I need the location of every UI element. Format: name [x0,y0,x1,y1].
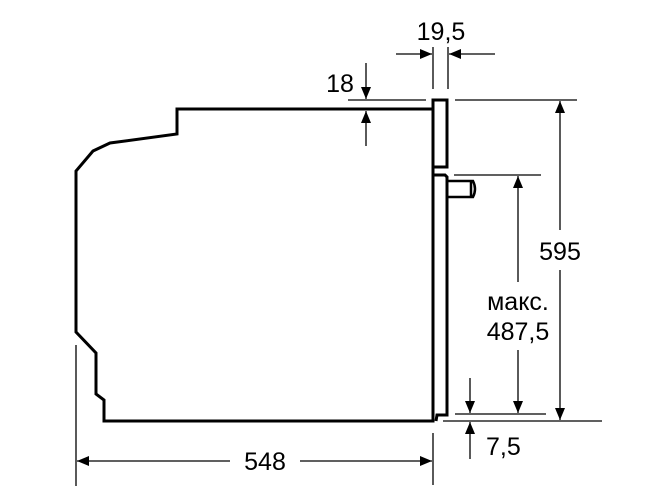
oven-body-outline [74,107,435,423]
label-595: 595 [539,238,581,266]
dimension-bottom-offset: 7,5 [465,378,521,461]
dimension-total-height: 595 [443,99,602,422]
dimension-top-offset: 18 [326,63,426,146]
dimension-depth: 548 [75,345,434,486]
label-487-5: 487,5 [487,318,550,346]
dimension-front-panel-thickness: 19,5 [396,18,495,89]
dimension-max-height: макс. 487,5 [454,174,550,415]
label-18: 18 [326,70,354,98]
label-19-5: 19,5 [417,18,466,46]
oven-front-panel [431,98,449,169]
oven-knob [447,179,477,199]
label-7-5: 7,5 [486,433,521,461]
oven-door [431,167,449,422]
label-548: 548 [244,448,286,476]
label-max: макс. [487,288,549,316]
